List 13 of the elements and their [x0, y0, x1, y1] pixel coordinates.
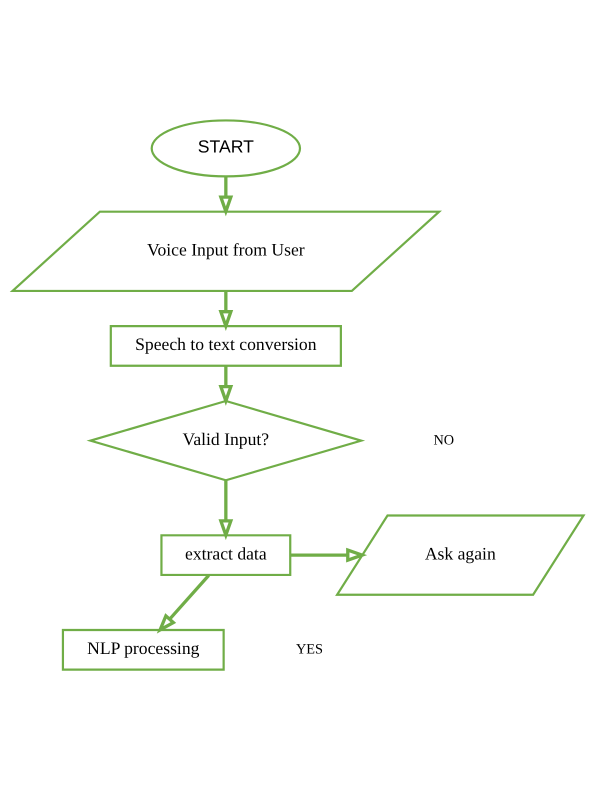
label: NO	[433, 432, 454, 448]
node-box: NLP processing	[62, 628, 225, 671]
arrow	[218, 366, 234, 406]
arrow	[290, 548, 368, 562]
node-ellipse: START	[150, 119, 302, 178]
node-box: Speech to text conversion	[110, 325, 342, 367]
arrow	[218, 291, 234, 331]
label: YES	[296, 642, 324, 658]
arrow	[218, 480, 234, 540]
arrow	[218, 176, 234, 216]
node-box: extract data	[160, 534, 292, 576]
arrow	[156, 574, 210, 634]
node-diamond: Valid Input?	[86, 400, 366, 482]
